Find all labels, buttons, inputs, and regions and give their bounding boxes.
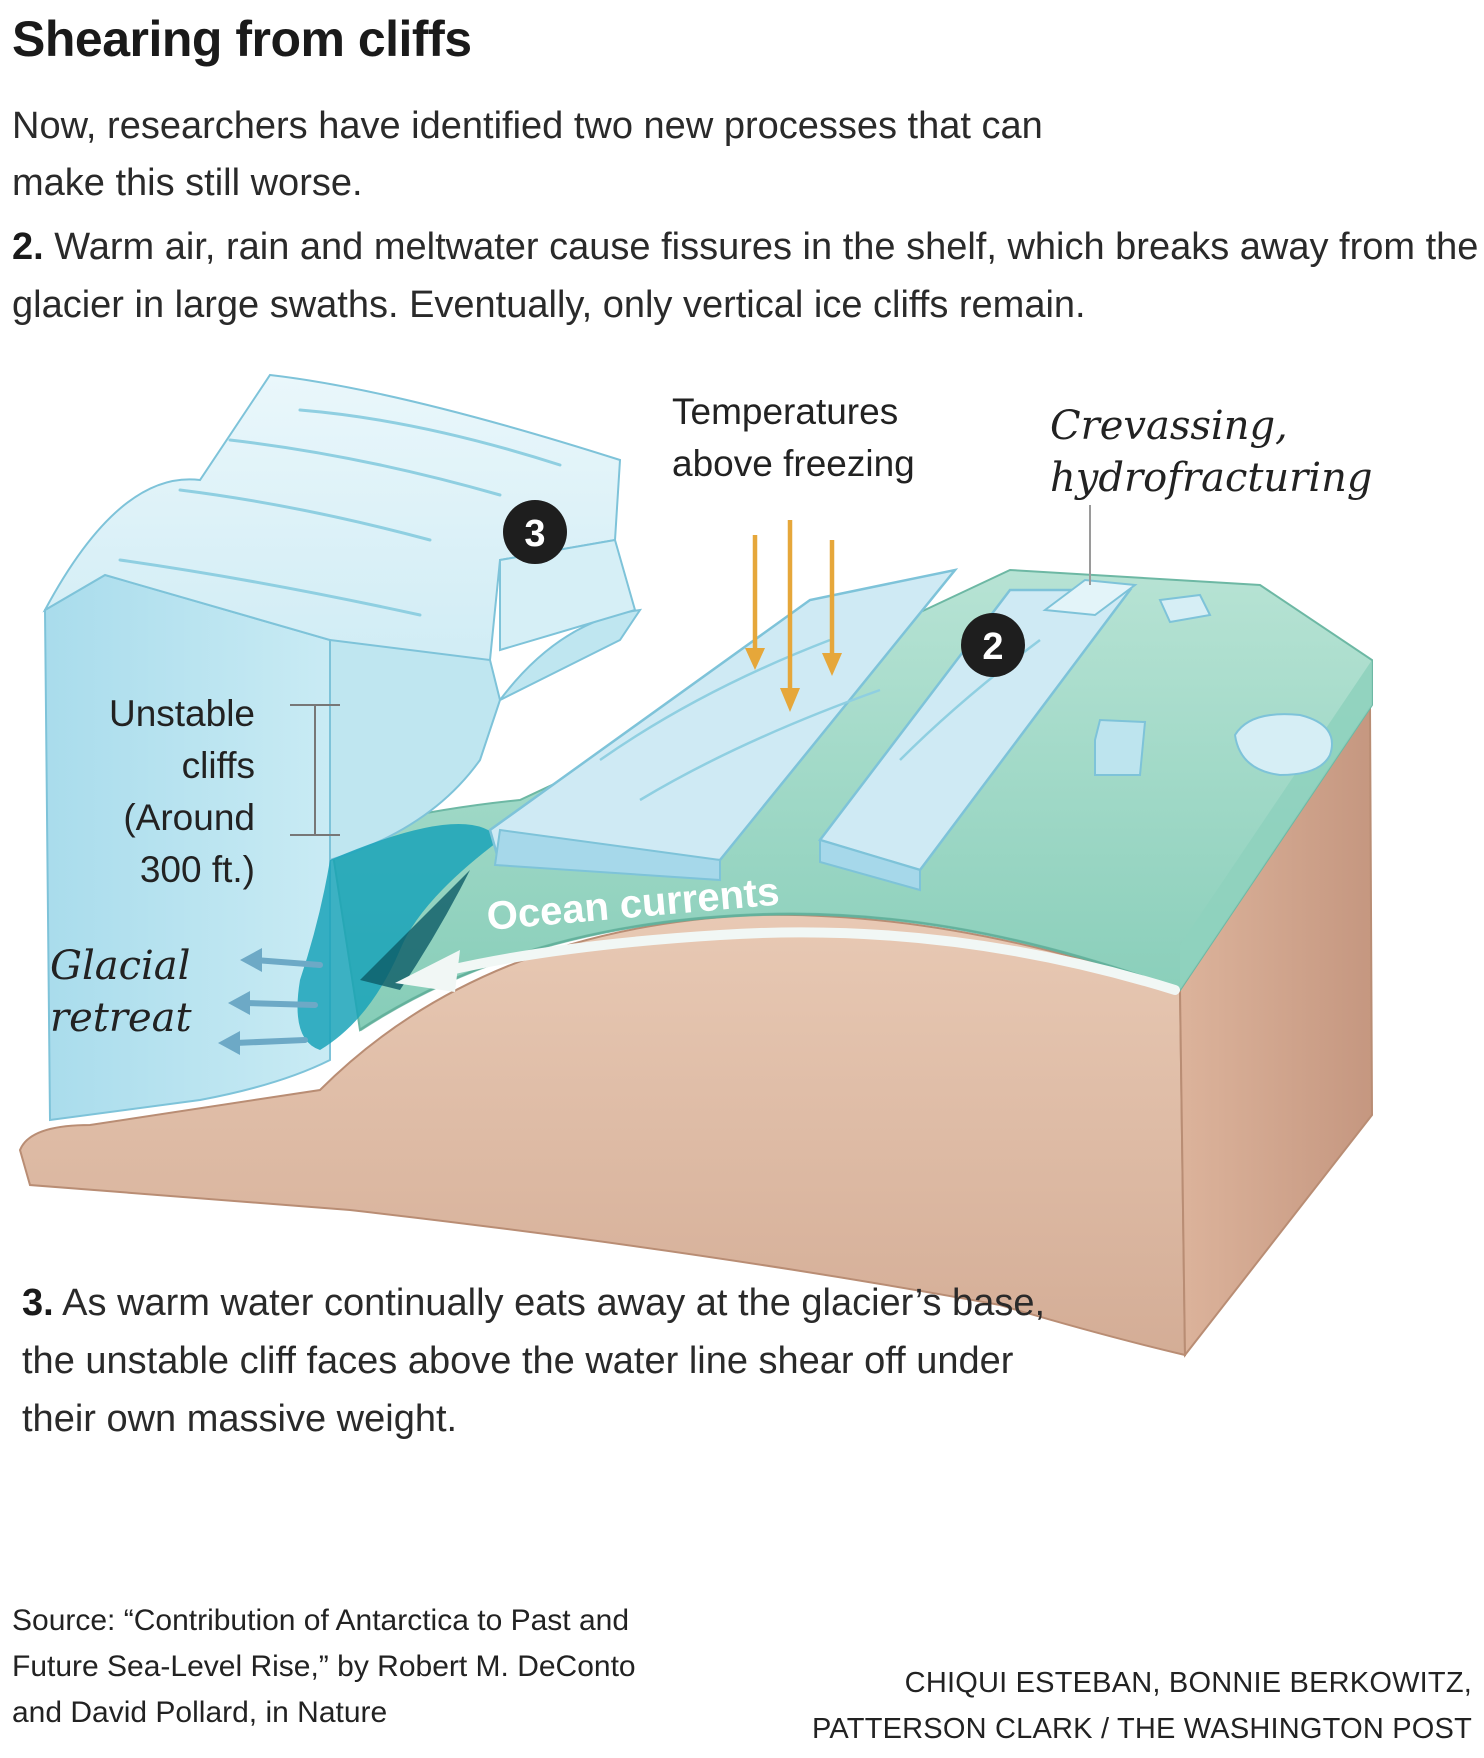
marker-3: 3 xyxy=(503,500,567,564)
cliffs-line-3: (Around xyxy=(123,797,255,838)
marker-3-label: 3 xyxy=(524,513,545,555)
glacier-upper-step xyxy=(499,538,637,652)
cliffs-line-1: Unstable xyxy=(108,693,255,734)
crevassing-line-2: hydrofracturing xyxy=(1050,455,1373,501)
ice-slab-1-edge xyxy=(493,828,721,882)
iceberg-small-1 xyxy=(1094,718,1147,776)
step-2-text: 2. Warm air, rain and meltwater cause fi… xyxy=(12,218,1482,334)
retreat-line-1: Glacial xyxy=(50,943,191,989)
crevassing-label: Crevassing, hydrofracturing xyxy=(1050,400,1372,504)
cliffs-line-2: cliffs xyxy=(181,745,255,786)
basal-melt-channel xyxy=(297,824,500,1050)
credit-line-2: PATTERSON CLARK / THE WASHINGTON POST xyxy=(812,1713,1472,1745)
glacier-crack-lines xyxy=(118,408,562,617)
ocean-current-arrow xyxy=(445,927,1180,995)
temperatures-line-1: Temperatures xyxy=(672,391,899,432)
cliff-height-bracket xyxy=(290,704,340,836)
glacier-top xyxy=(42,373,622,702)
iceberg-round xyxy=(1233,713,1333,777)
marker-2: 2 xyxy=(961,613,1025,677)
temperatures-label: Temperatures above freezing xyxy=(672,386,915,490)
step-2-body: Warm air, rain and meltwater cause fissu… xyxy=(12,226,1479,326)
crevassing-line-1: Crevassing, xyxy=(1050,403,1288,449)
unstable-cliffs-label: Unstable cliffs (Around 300 ft.) xyxy=(40,688,255,896)
credit-line-1: CHIQUI ESTEBAN, BONNIE BERKOWITZ, xyxy=(904,1667,1472,1699)
source-note: Source: “Contribution of Antarctica to P… xyxy=(12,1604,636,1729)
retreat-line-2: retreat xyxy=(50,995,192,1041)
step-3-text: 3. As warm water continually eats away a… xyxy=(22,1274,1062,1448)
step-3-number: 3. xyxy=(22,1282,54,1324)
cliffs-line-4: 300 ft.) xyxy=(139,849,255,890)
crevasse-slab xyxy=(1042,578,1138,617)
water-shadow-line xyxy=(359,912,1181,1032)
iceberg-small-2 xyxy=(1158,593,1212,624)
glacial-retreat-label: Glacial retreat xyxy=(50,940,192,1044)
glacier-front-face xyxy=(43,573,331,1122)
ocean-current-arrowhead xyxy=(395,950,460,992)
step-3-body: As warm water continually eats away at t… xyxy=(22,1282,1046,1440)
ice-slab-2-edge xyxy=(819,838,921,892)
temperatures-line-2: above freezing xyxy=(672,443,915,484)
step-2-number: 2. xyxy=(12,226,44,268)
intro-text: Now, researchers have identified two new… xyxy=(12,105,1043,204)
page-title: Shearing from cliffs xyxy=(12,11,472,67)
retreat-arrows xyxy=(218,948,323,1055)
marker-2-label: 2 xyxy=(982,626,1003,668)
temperature-arrows xyxy=(745,520,842,712)
credit-line: CHIQUI ESTEBAN, BONNIE BERKOWITZ, PATTER… xyxy=(812,1660,1472,1752)
basal-melt-shadow xyxy=(360,870,470,990)
